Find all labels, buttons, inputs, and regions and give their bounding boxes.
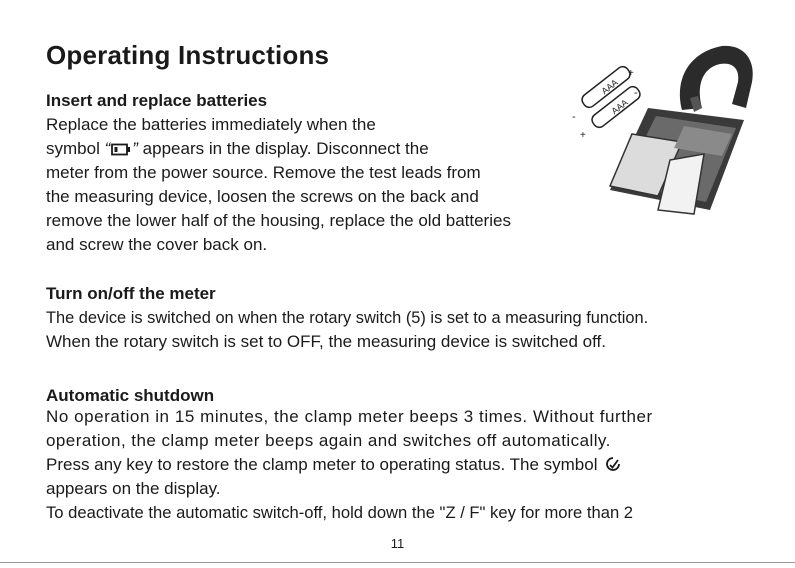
- paragraph-line: remove the lower half of the housing, re…: [46, 211, 511, 230]
- paragraph-line-with-symbol: Press any key to restore the clamp meter…: [46, 455, 622, 475]
- section-heading-automatic-shutdown: Automatic shutdown: [46, 386, 215, 405]
- paragraph-line: appears on the display.: [46, 479, 221, 498]
- clamp-jaws: [679, 45, 753, 112]
- paragraph-line: Replace the batteries immediately when t…: [46, 115, 376, 134]
- paragraph-line-with-symbol: symbol “ ” appears in the display. Discon…: [46, 139, 429, 159]
- paragraph-line: The device is switched on when the rotar…: [46, 309, 649, 327]
- battery-cover: [657, 153, 705, 215]
- auto-power-off-icon: [605, 457, 620, 471]
- open-quote: “: [104, 139, 111, 158]
- page-title: Operating Instructions: [46, 40, 330, 70]
- bottom-divider: [0, 562, 795, 563]
- paragraph-text: appears in the display. Disconnect the: [142, 139, 429, 158]
- paragraph-line: To deactivate the automatic switch-off, …: [46, 503, 634, 522]
- paragraph-line: No operation in 15 minutes, the clamp me…: [46, 407, 653, 426]
- paragraph-line: When the rotary switch is set to OFF, th…: [46, 332, 606, 351]
- paragraph-line: operation, the clamp meter beeps again a…: [46, 431, 611, 450]
- battery-minus: -: [572, 111, 576, 123]
- paragraph-line: and screw the cover back on.: [46, 235, 268, 254]
- battery-plus: +: [580, 130, 586, 141]
- section-heading-batteries: Insert and replace batteries: [46, 91, 268, 110]
- battery-plus: +: [628, 68, 634, 79]
- paragraph-text: symbol: [46, 139, 100, 158]
- paragraph-text: Press any key to restore the clamp meter…: [46, 455, 598, 474]
- paragraph-line: the measuring device, loosen the screws …: [46, 187, 479, 206]
- section-heading-turn-on-off: Turn on/off the meter: [46, 284, 216, 303]
- battery-minus: -: [634, 87, 638, 99]
- page-number: 11: [390, 536, 405, 551]
- low-battery-icon: [111, 143, 131, 156]
- battery-upper: AAA + -: [572, 65, 634, 123]
- close-quote: ”: [132, 139, 138, 158]
- clamp-meter-battery-illustration: AAA + - AAA - +: [572, 45, 753, 215]
- paragraph-line: meter from the power source. Remove the …: [46, 163, 481, 182]
